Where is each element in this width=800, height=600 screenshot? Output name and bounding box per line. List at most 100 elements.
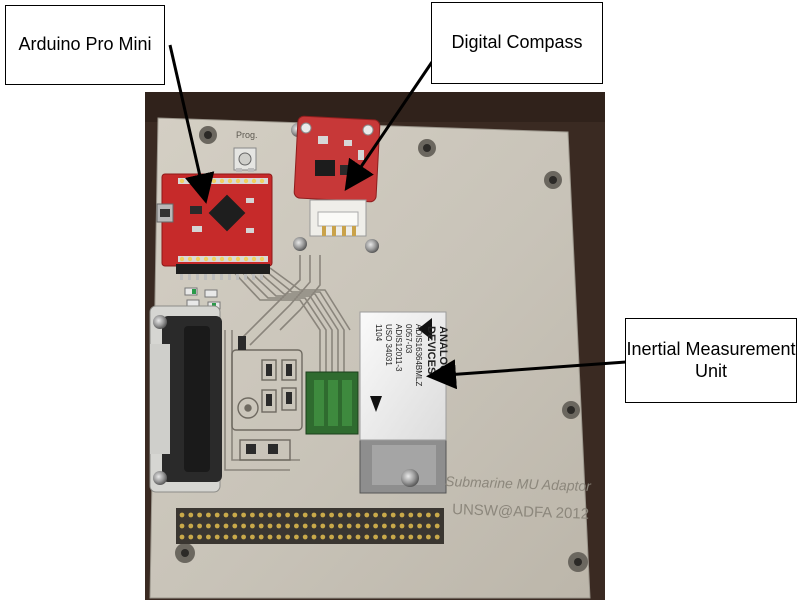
header-pin: [214, 512, 220, 518]
header-pin: [382, 523, 387, 529]
header-pin: [197, 523, 203, 529]
header-pin: [285, 512, 290, 518]
header-pin: [408, 512, 414, 518]
imu-brand-line1: ANALOG: [437, 326, 449, 374]
header-pin: [302, 534, 308, 540]
header-pin: [276, 512, 282, 518]
arduino-arrow: [168, 44, 215, 204]
etched-traces: [224, 255, 351, 471]
header-pin: [364, 523, 370, 529]
header-pin: [223, 534, 229, 540]
header-pin: [232, 523, 238, 529]
header-pin: [232, 534, 238, 540]
header-pin: [417, 534, 422, 540]
header-pin: [241, 534, 247, 540]
header-pin: [346, 534, 352, 540]
header-pin: [364, 512, 370, 518]
header-pin: [267, 512, 273, 518]
header-pin: [206, 523, 211, 529]
header-pin: [426, 534, 431, 540]
header-pin: [179, 512, 185, 518]
header-pin: [329, 512, 334, 518]
header-pin: [426, 512, 431, 518]
header-pin: [399, 523, 405, 529]
header-pin: [355, 523, 361, 529]
header-pin: [267, 523, 273, 529]
header-pin: [214, 523, 220, 529]
header-pin: [294, 512, 299, 518]
imu-part-line: USO 34031: [384, 324, 393, 366]
header-pin: [197, 512, 203, 518]
header-pin: [346, 523, 352, 529]
header-pin: [355, 534, 361, 540]
header-pin: [223, 512, 229, 518]
header-pin: [214, 534, 220, 540]
imu-brand-line2: DEVICES: [425, 326, 437, 374]
header-pin: [276, 523, 282, 529]
header-pin: [250, 534, 255, 540]
header-pin: [338, 534, 343, 540]
adaptor-org: UNSW@ADFA 2012: [452, 501, 589, 523]
imu-part-line: 0057-03: [404, 324, 413, 354]
header-pin: [382, 534, 387, 540]
imu-part-line: ADIS16364BMLZ: [414, 324, 423, 386]
header-pin: [179, 523, 185, 529]
header-pin: [294, 534, 299, 540]
background-shadow: [145, 92, 605, 122]
imu-part-line: 1104: [374, 324, 383, 342]
header-pin: [197, 534, 203, 540]
header-pin: [417, 512, 422, 518]
callout-inertial-measurement-unit: Inertial Measurement Unit: [625, 318, 797, 403]
callout-arduino-pro-mini: Arduino Pro Mini: [5, 5, 165, 85]
header-pin: [390, 512, 396, 518]
header-pin: [382, 512, 387, 518]
header-pin: [285, 523, 290, 529]
header-pin: [338, 512, 343, 518]
header-pin: [302, 512, 308, 518]
header-pin: [373, 534, 378, 540]
callout-arduino-text: Arduino Pro Mini: [18, 34, 152, 55]
header-pin: [267, 534, 273, 540]
header-pin: [311, 523, 317, 529]
header-pin: [294, 523, 299, 529]
header-pin: [399, 512, 405, 518]
header-pin: [417, 523, 422, 529]
header-pin: [241, 512, 247, 518]
imu-arrow: [426, 359, 627, 390]
callout-arrows: [168, 44, 627, 390]
header-pin: [232, 512, 238, 518]
bottom-pin-header: [176, 508, 444, 544]
prog-label: Prog.: [236, 130, 258, 140]
header-pin: [355, 512, 361, 518]
header-pin: [311, 534, 317, 540]
header-pin: [250, 523, 255, 529]
prog-button: [233, 147, 257, 172]
header-pin: [399, 534, 405, 540]
header-pin: [206, 512, 211, 518]
header-pin: [276, 534, 282, 540]
header-pin: [434, 512, 440, 518]
header-pin: [390, 534, 396, 540]
header-pin: [408, 534, 414, 540]
compass-arrow: [344, 61, 434, 191]
header-pin: [258, 512, 264, 518]
adaptor-title: Submarine MU Adaptor: [445, 473, 593, 494]
db9-connector: [149, 305, 222, 493]
callout-compass-text: Digital Compass: [451, 32, 583, 53]
header-pin: [311, 512, 317, 518]
callout-digital-compass: Digital Compass: [431, 2, 603, 84]
header-pin: [258, 523, 264, 529]
header-pin: [188, 523, 194, 529]
header-pin: [223, 523, 229, 529]
header-pin: [426, 523, 431, 529]
terminal-connector: [305, 371, 359, 435]
header-pin: [329, 523, 334, 529]
arduino-header-pin-tips: [180, 274, 263, 280]
header-pin: [320, 534, 326, 540]
header-pin: [188, 534, 194, 540]
header-pin: [390, 523, 396, 529]
header-pin: [285, 534, 290, 540]
header-pin: [373, 512, 378, 518]
header-pin: [434, 534, 440, 540]
